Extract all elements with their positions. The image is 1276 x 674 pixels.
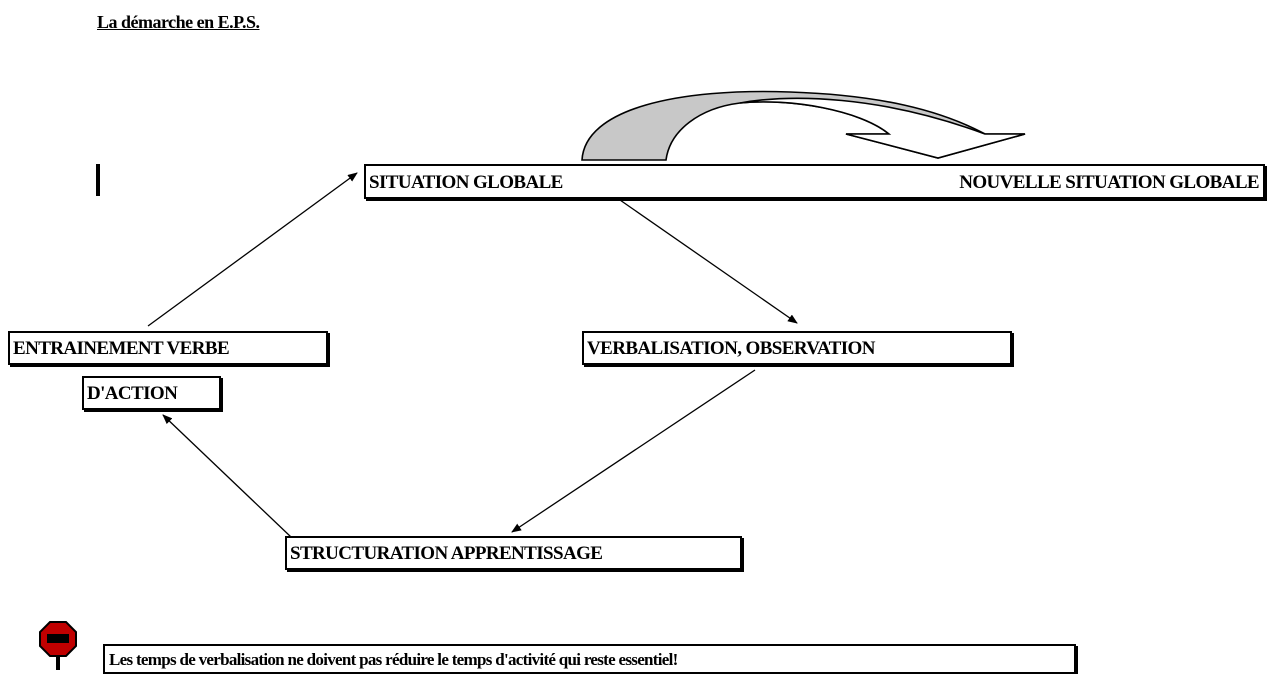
arrow-structuration-to-daction: [162, 414, 292, 538]
page-title: La démarche en E.P.S.: [97, 12, 260, 32]
entrainement-box: ENTRAINEMENT VERBE: [8, 331, 328, 365]
nouvelle-situation-globale-label: NOUVELLE SITUATION GLOBALE: [959, 172, 1259, 193]
daction-box: D'ACTION: [82, 376, 221, 410]
stop-sign-icon: [39, 621, 77, 670]
arrow-entrainement-to-situation: [147, 172, 358, 327]
structuration-box: STRUCTURATION APPRENTISSAGE: [285, 536, 742, 570]
text-cursor-mark: [96, 164, 100, 196]
verbalisation-label: VERBALISATION, OBSERVATION: [587, 338, 875, 359]
situation-globale-box: SITUATION GLOBALE NOUVELLE SITUATION GLO…: [364, 164, 1265, 199]
situation-globale-label: SITUATION GLOBALE: [369, 172, 563, 193]
note-box: Les temps de verbalisation ne doivent pa…: [103, 644, 1076, 674]
note-text: Les temps de verbalisation ne doivent pa…: [109, 650, 678, 669]
verbalisation-box: VERBALISATION, OBSERVATION: [582, 331, 1012, 365]
entrainement-label: ENTRAINEMENT VERBE: [13, 338, 230, 359]
arrow-verbalisation-to-structuration: [511, 369, 756, 533]
curved-transition-arrow: [581, 90, 1026, 161]
daction-label: D'ACTION: [87, 383, 178, 404]
arrow-situation-to-verbalisation: [619, 199, 798, 324]
structuration-label: STRUCTURATION APPRENTISSAGE: [290, 543, 603, 564]
